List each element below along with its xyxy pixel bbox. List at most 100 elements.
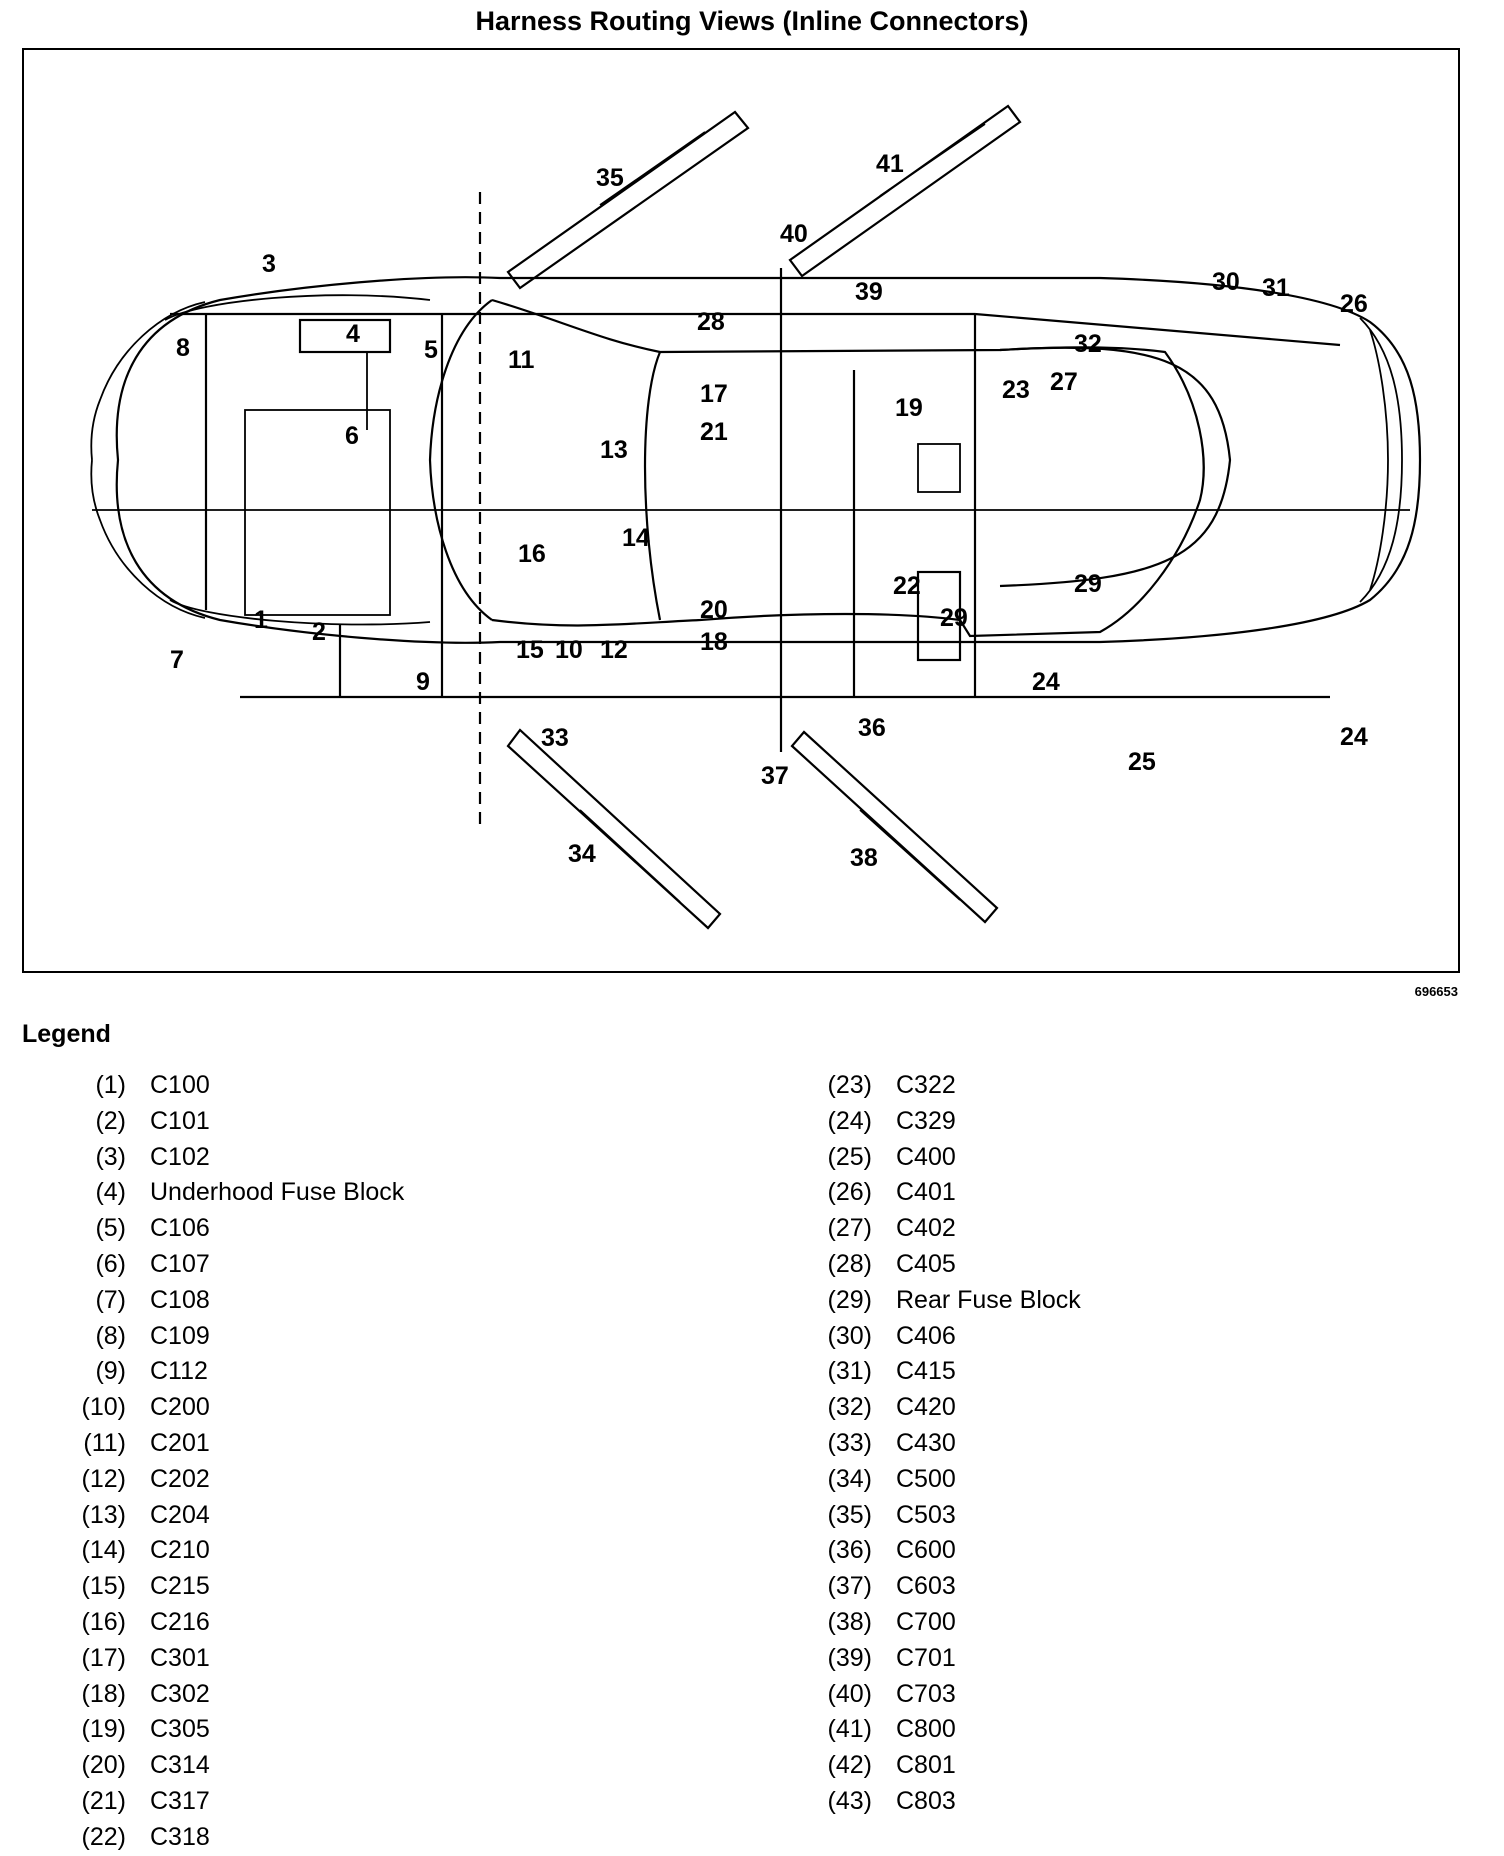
legend-item: (27) C402 — [806, 1211, 1081, 1247]
legend-item-number: (29) — [827, 1285, 872, 1314]
legend-item-number: (2) — [95, 1106, 126, 1135]
legend-item-number: (43) — [827, 1786, 872, 1815]
legend-item-number: (30) — [827, 1321, 872, 1350]
legend-item: (28)C405 — [806, 1247, 1081, 1283]
legend-item: (26) C401 — [806, 1175, 1081, 1211]
front-bumper-bottom — [90, 459, 206, 619]
callout-label: 41 — [876, 150, 904, 178]
legend-item-number: (31) — [827, 1357, 872, 1386]
legend-item-number: (15) — [81, 1572, 126, 1601]
legend-item-label: C202 — [150, 1464, 210, 1493]
legend-item: (37)C603 — [806, 1569, 1081, 1605]
legend-item-number: (28) — [827, 1249, 872, 1278]
callout-label: 12 — [600, 636, 628, 664]
legend-item-label: C801 — [896, 1751, 956, 1780]
legend-item: (41)C800 — [806, 1712, 1081, 1748]
legend-item-number: (24) — [827, 1106, 872, 1135]
legend-item-number: (34) — [827, 1464, 872, 1493]
legend-item-label: C803 — [896, 1786, 956, 1815]
legend-item-number: (17) — [81, 1643, 126, 1672]
callout-label: 4 — [346, 320, 360, 348]
legend-item-number: (25) — [827, 1142, 872, 1171]
callout-label: 19 — [895, 394, 923, 422]
callout-label: 13 — [600, 436, 628, 464]
legend-item: (40)C703 — [806, 1677, 1081, 1713]
callout-label: 28 — [697, 308, 725, 336]
legend-item-number: (4) — [95, 1178, 126, 1207]
legend-item-label: C302 — [150, 1679, 210, 1708]
legend-item: (20)C314 — [60, 1748, 404, 1784]
legend-item: (2) C101 — [60, 1104, 404, 1140]
battery-box — [917, 443, 961, 493]
legend-item-label: C314 — [150, 1751, 210, 1780]
legend-item: (8)C109 — [60, 1319, 404, 1355]
legend-item-number: (10) — [81, 1393, 126, 1422]
legend-item-label: C301 — [150, 1643, 210, 1672]
legend-item-number: (3) — [95, 1142, 126, 1171]
legend-item-label: C600 — [896, 1536, 956, 1565]
callout-label: 9 — [416, 668, 430, 696]
front-bumper-top — [90, 301, 206, 461]
door-rear-left — [788, 104, 1022, 278]
legend-item: (32)C420 — [806, 1390, 1081, 1426]
windshield — [428, 299, 493, 621]
callout-label: 27 — [1050, 368, 1078, 396]
callout-label: 1 — [254, 606, 268, 634]
legend-item: (11)C201 — [60, 1426, 404, 1462]
legend-item-label: C800 — [896, 1715, 956, 1744]
legend-item-label: C406 — [896, 1321, 956, 1350]
callout-label: 10 — [555, 636, 583, 664]
door-rear-right — [790, 730, 999, 924]
legend-item-number: (14) — [81, 1536, 126, 1565]
callout-label: 32 — [1074, 330, 1102, 358]
legend-item-number: (6) — [95, 1249, 126, 1278]
callout-label: 35 — [596, 164, 624, 192]
callout-label: 6 — [345, 422, 359, 450]
legend-item-number: (38) — [827, 1607, 872, 1636]
legend-item-label: C109 — [150, 1321, 210, 1350]
legend-item: (1)C100 — [60, 1068, 404, 1104]
callout-label: 37 — [761, 762, 789, 790]
legend-item: (38)C700 — [806, 1605, 1081, 1641]
callout-label: 26 — [1340, 290, 1368, 318]
legend-item-label: C201 — [150, 1428, 210, 1457]
legend-item: (7)C108 — [60, 1283, 404, 1319]
legend-item: (12)C202 — [60, 1462, 404, 1498]
legend-item-label: C210 — [150, 1536, 210, 1565]
legend-item-label: C329 — [896, 1106, 956, 1135]
legend-item-label: C101 — [150, 1106, 210, 1135]
callout-label: 16 — [518, 540, 546, 568]
callout-label: 25 — [1128, 748, 1156, 776]
rear-fuse-block — [916, 570, 962, 662]
legend-item-label: C215 — [150, 1572, 210, 1601]
legend-item-label: C322 — [896, 1071, 956, 1099]
figure-id: 696653 — [1414, 984, 1458, 999]
legend-item-label: C317 — [150, 1786, 210, 1815]
legend-item-number: (21) — [81, 1786, 126, 1815]
legend-item: (21) C317 — [60, 1784, 404, 1820]
underhood-fuse-block — [298, 318, 392, 354]
legend-item-number: (26) — [827, 1178, 872, 1207]
legend-item-label: C400 — [896, 1142, 956, 1171]
legend-item-label: C430 — [896, 1428, 956, 1457]
legend-item-number: (7) — [95, 1285, 126, 1314]
legend-item-number: (33) — [827, 1428, 872, 1457]
callout-label: 5 — [424, 336, 438, 364]
legend-item-number: (27) — [827, 1214, 872, 1243]
legend-item-label: C402 — [896, 1214, 956, 1243]
callout-label: 3 — [262, 250, 276, 278]
cabin-roof — [491, 298, 1205, 638]
legend-item-number: (16) — [81, 1607, 126, 1636]
legend-item: (24) C329 — [806, 1104, 1081, 1140]
legend-item-number: (22) — [81, 1822, 126, 1851]
legend-item-label: C701 — [896, 1643, 956, 1672]
legend-item-label: C401 — [896, 1178, 956, 1207]
legend-item-label: C216 — [150, 1607, 210, 1636]
rear-window — [999, 346, 1232, 588]
legend-item-number: (36) — [827, 1536, 872, 1565]
callout-label: 2 — [312, 618, 326, 646]
door-front-right — [506, 728, 722, 930]
callout-label: 38 — [850, 844, 878, 872]
